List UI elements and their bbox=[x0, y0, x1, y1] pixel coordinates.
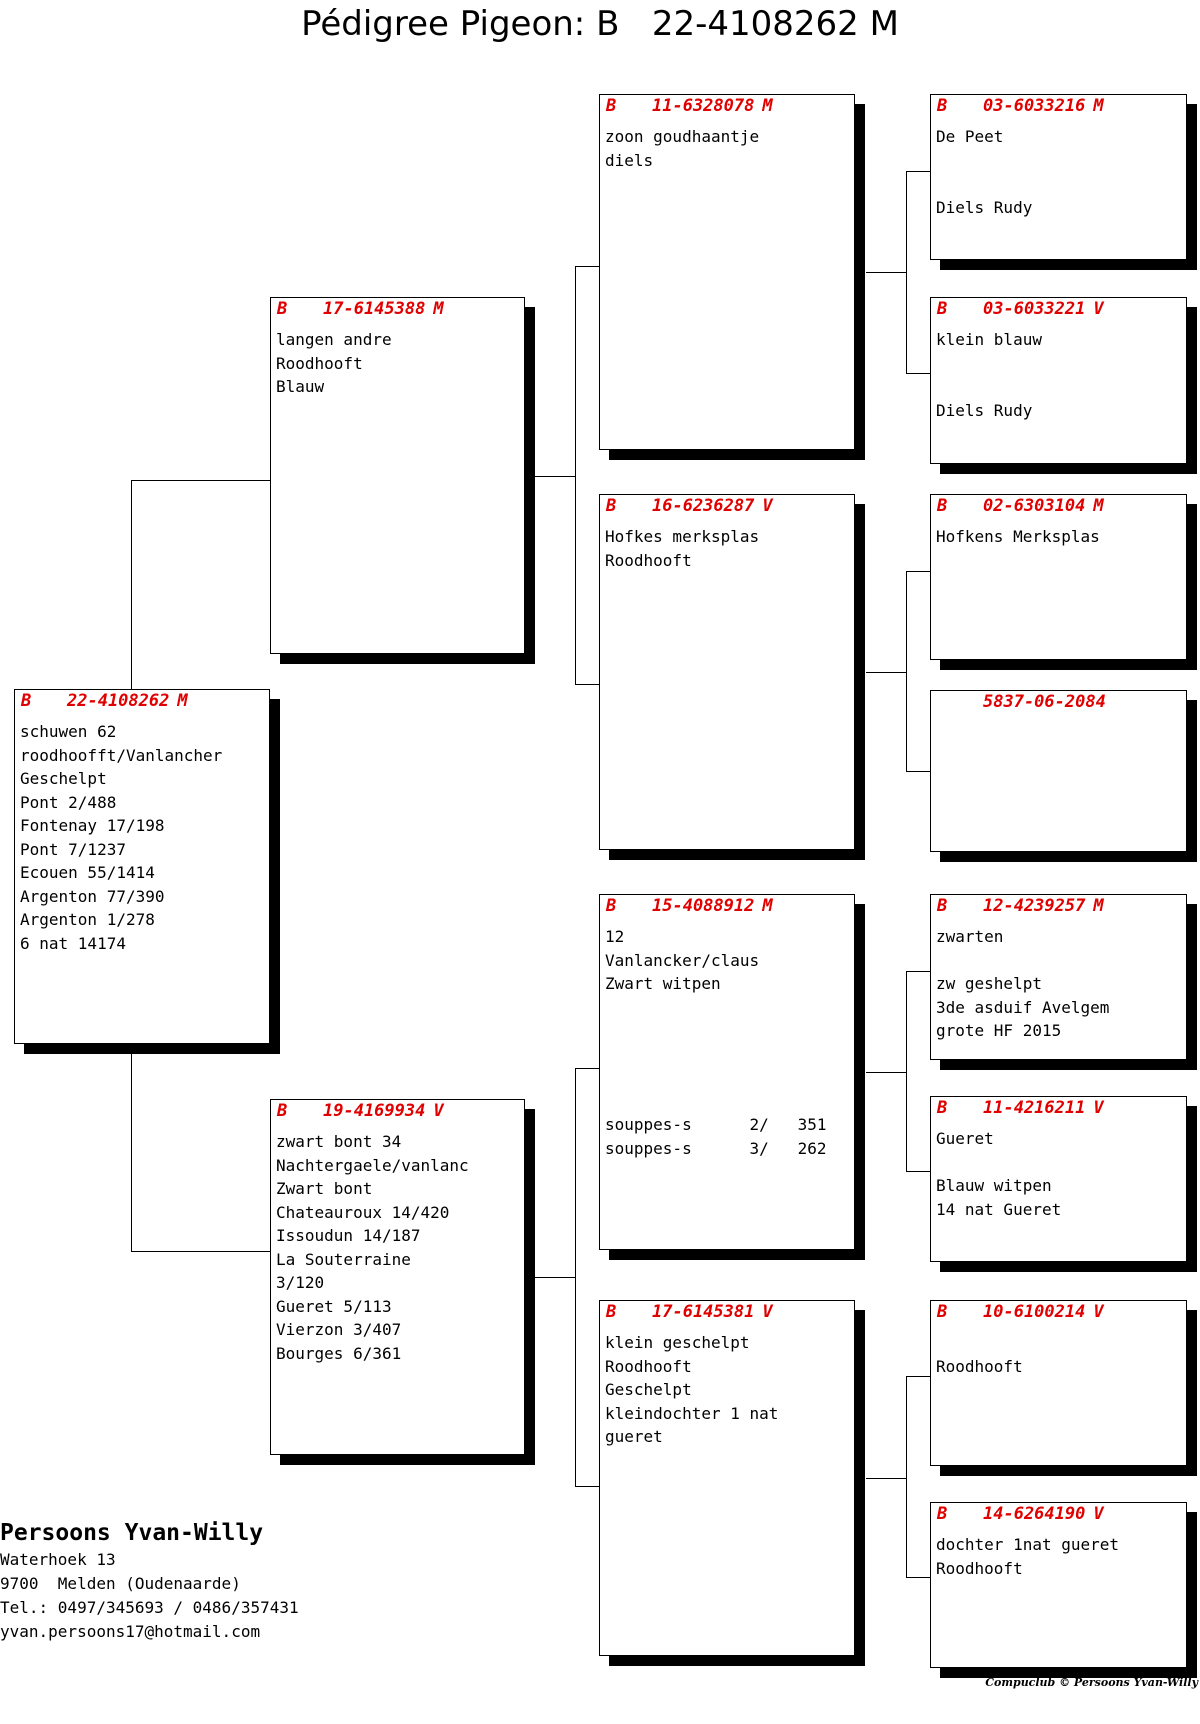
footer-credit: Compuclub © Persoons Yvan-Willy bbox=[985, 1676, 1198, 1689]
owner-address: Waterhoek 13 bbox=[0, 1550, 116, 1569]
owner-name: Persoons Yvan-Willy bbox=[0, 1520, 264, 1546]
pigeon-notes: 12 Vanlancker/claus Zwart witpen souppes… bbox=[605, 927, 827, 1158]
pigeon-notes: klein blauw Diels Rudy bbox=[936, 330, 1042, 420]
pigeon-notes: Hofkes merksplas Roodhooft bbox=[605, 527, 760, 570]
pigeon-notes: Hofkens Merksplas bbox=[936, 527, 1100, 546]
pigeon-notes: dochter 1nat gueret Roodhooft bbox=[936, 1535, 1120, 1578]
pigeon-notes: De Peet Diels Rudy bbox=[936, 127, 1033, 217]
pigeon-notes: Gueret Blauw witpen 14 nat Gueret bbox=[936, 1129, 1062, 1219]
owner-phone: Tel.: 0497/345693 / 0486/357431 bbox=[0, 1598, 299, 1617]
owner-email[interactable]: yvan.persoons17@hotmail.com bbox=[0, 1622, 261, 1641]
pigeon-notes: klein geschelpt Roodhooft Geschelpt klei… bbox=[605, 1333, 779, 1446]
pigeon-notes: schuwen 62 roodhoofft/Vanlancher Geschel… bbox=[20, 722, 223, 953]
pigeon-notes: zwart bont 34 Nachtergaele/vanlanc Zwart… bbox=[276, 1132, 469, 1363]
owner-info: Persoons Yvan-Willy Waterhoek 13 9700 Me… bbox=[0, 1518, 299, 1644]
page-title: Pédigree Pigeon: B 22-4108262 M bbox=[301, 4, 899, 44]
ring-header: 5837-06-2084 bbox=[983, 692, 1106, 712]
pigeon-notes: langen andre Roodhooft Blauw bbox=[276, 330, 392, 396]
pigeon-notes: zoon goudhaantje diels bbox=[605, 127, 760, 170]
owner-city: 9700 Melden (Oudenaarde) bbox=[0, 1574, 241, 1593]
pigeon-notes: zwarten zw geshelpt 3de asduif Avelgem g… bbox=[936, 927, 1110, 1040]
pigeon-card-fmm[interactable]: 5837-06-2084 bbox=[930, 690, 1187, 852]
pigeon-notes: Roodhooft bbox=[936, 1356, 1023, 1376]
